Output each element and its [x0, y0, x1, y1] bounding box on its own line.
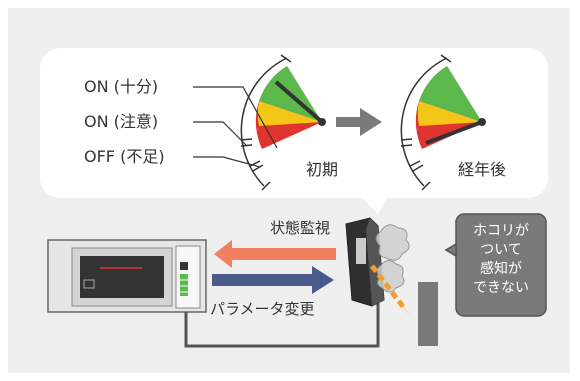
status-monitor-arrow	[214, 240, 336, 268]
plc-display	[80, 256, 164, 298]
dust-note-line-2: ついて	[480, 242, 522, 258]
dust-note-line-1: ホコリが	[473, 223, 529, 239]
aged-gauge-needle	[425, 120, 483, 145]
initial-gauge-pivot	[318, 118, 326, 126]
label-off-insufficient: OFF (不足)	[84, 147, 165, 166]
leader-off-insufficient	[193, 156, 261, 168]
aged-gauge-green-zone	[419, 66, 482, 122]
sensor-beam	[370, 264, 406, 310]
bubble-tail	[360, 196, 388, 214]
initial-gauge	[193, 54, 326, 191]
initial-gauge-yellow-zone	[257, 101, 322, 126]
aged-gauge-label: 経年後	[458, 160, 507, 179]
plc-unit	[47, 239, 207, 313]
leader-on-caution	[193, 121, 247, 146]
param-change-arrow	[212, 266, 334, 294]
dust-note-line-3: 感知が	[480, 261, 522, 277]
aged-gauge-scale-arc	[400, 57, 448, 187]
dust-note-box	[455, 213, 547, 317]
aged-gauge	[400, 54, 486, 191]
leader-on-sufficient	[193, 86, 278, 149]
aged-gauge-yellow-zone	[417, 101, 482, 126]
initial-gauge-scale-arc	[240, 57, 288, 187]
sensor-cable	[184, 300, 380, 348]
initial-gauge-label: 初期	[306, 160, 339, 179]
dust-note-text: ホコリが ついて 感知が できない	[462, 222, 540, 298]
initial-gauge-needle	[274, 80, 324, 124]
label-on-sufficient: ON (十分)	[84, 77, 159, 96]
param-change-label: パラメータ変更	[210, 300, 315, 318]
dust-note-line-4: できない	[473, 280, 529, 296]
photoelectric-sensor	[345, 217, 412, 318]
target-object	[418, 282, 438, 346]
status-monitor-label: 状態監視	[270, 219, 331, 237]
transition-arrow	[336, 108, 382, 136]
dust-note-pointer	[444, 242, 457, 258]
dust-clouds	[375, 224, 410, 293]
label-on-caution: ON (注意)	[84, 112, 159, 131]
aged-gauge-pivot	[478, 118, 486, 126]
